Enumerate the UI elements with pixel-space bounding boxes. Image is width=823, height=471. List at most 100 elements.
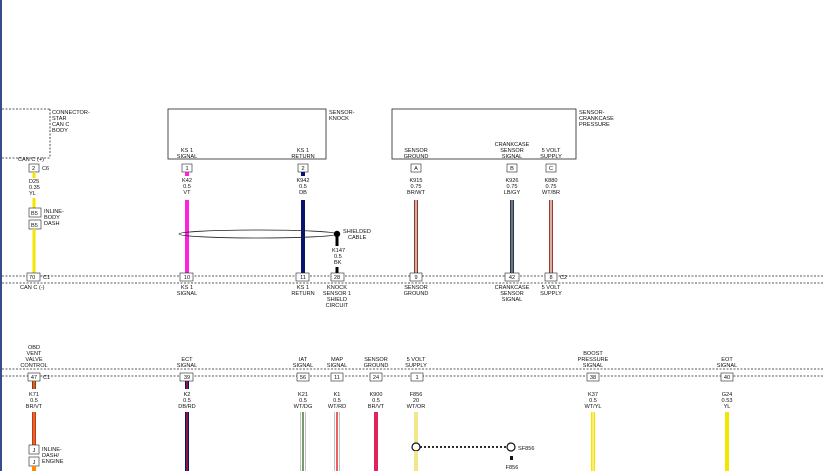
crank-signal-wire-color: LB/GY <box>504 190 521 196</box>
splice-below-marker <box>510 456 513 460</box>
connector-star-label-3: CAN C <box>52 122 69 128</box>
inline-b5-pin-a <box>28 207 42 218</box>
wire-d25-id: D25 <box>29 179 39 185</box>
obd-vent-label-1: OBD <box>28 345 40 351</box>
crank-ground-wire-gauge: 0.75 <box>411 184 422 190</box>
iat-wire-color: WT/DG <box>294 404 313 410</box>
crank-5v-wire-gauge: 0.75 <box>546 184 557 190</box>
crank-signal-label-1: CRANKCASE <box>495 142 530 148</box>
ks1-return-bottom-pin-number: 11 <box>300 275 306 281</box>
obd-vent-pin-number: 47 <box>31 375 37 381</box>
inline-body-dash-2: BODY <box>44 215 60 221</box>
inline-dash-engine-pin-a <box>28 444 40 455</box>
obd-vent-label-3: VALVE <box>25 357 42 363</box>
connector-star-label-1: CONNECTOR- <box>52 110 90 116</box>
crankcase-sensor-label-2: CRANKCASE <box>579 116 614 122</box>
crank-5v-wire-color: WT/BR <box>542 190 560 196</box>
obd-vent-wire-id: K71 <box>29 392 39 398</box>
shielded-cable-ellipse <box>178 229 338 239</box>
iat-wire-id: K21 <box>298 392 308 398</box>
inline-dash-engine-pin-a-letter: J <box>33 448 36 454</box>
obd-vent-wire-gauge: 0.5 <box>30 398 38 404</box>
shield-wire-id: K147 <box>332 248 345 254</box>
bottom-5v-wire-color: WT/OR <box>407 404 426 410</box>
ks1-signal-top-pin-number: 1 <box>185 166 188 172</box>
ks1-return-bottom-pin <box>295 272 310 282</box>
shield-circuit-label-3: SHIELD <box>327 297 347 303</box>
map-pin-number: 11 <box>334 375 340 381</box>
eot-wire-color: YL <box>724 404 731 410</box>
bottom-5v-pin-number: 1 <box>415 375 418 381</box>
eot-label-2: SIGNAL <box>717 363 738 369</box>
eot-wire-gauge: 0.53 <box>722 398 733 404</box>
bottom-ground-label-1: SENSOR <box>364 357 388 363</box>
crank-signal-bottom-label-1: CRANKCASE <box>495 285 530 291</box>
connector-c2-label: C2 <box>560 275 567 281</box>
crank-ground-wire-id: K915 <box>409 178 422 184</box>
ks1-return-wire-gauge: 0.5 <box>299 184 307 190</box>
connector-c1-label-top: C1 <box>43 275 50 281</box>
crank-5v-bottom-label-1: 5 VOLT <box>542 285 561 291</box>
crank-ground-bottom-pin-number: 9 <box>414 275 417 281</box>
connector-c1-label-bottom: C1 <box>43 375 50 381</box>
map-pin-box <box>330 372 344 382</box>
ks1-return-bottom-label-2: RETURN <box>291 291 314 297</box>
ks1-return-label-1: KS 1 <box>297 148 309 154</box>
connector-star-label-2: STAR <box>52 116 67 122</box>
crank-signal-top-pin <box>506 163 518 173</box>
bottom-5v-wire-id: F856 <box>410 392 423 398</box>
can-c-plus-label: CAN C (+) <box>18 157 44 163</box>
shield-wire-color: BK <box>334 260 342 266</box>
obd-vent-label-2: VENT <box>27 351 43 357</box>
inline-dash-engine-pin-b-letter: J <box>33 460 36 466</box>
crank-5v-top-pin-letter: C <box>549 166 553 172</box>
inline-b5-pin-a-number: B5 <box>31 211 38 217</box>
boost-label-2: PRESSURE <box>578 357 609 363</box>
star-pin-number: 2 <box>32 166 35 172</box>
bottom-5v-label-1: 5 VOLT <box>407 357 426 363</box>
splice-name: SF856 <box>518 446 534 452</box>
ect-wire-gauge: 0.5 <box>183 398 191 404</box>
connector-c6-label: C6 <box>42 166 49 172</box>
bottom-ground-wire-id: K900 <box>369 392 382 398</box>
inline-body-dash-3: DASH <box>44 221 60 227</box>
eot-wire-id: G24 <box>722 392 733 398</box>
connector-star-label-4: BODY <box>52 128 68 134</box>
boost-wire-gauge: 0.5 <box>589 398 597 404</box>
map-label-2: SIGNAL <box>327 363 348 369</box>
ks1-return-label-2: RETURN <box>291 154 314 160</box>
shield-drain-node <box>333 230 341 238</box>
ks1-signal-label-2: SIGNAL <box>177 154 198 160</box>
ks1-signal-wire-color: VT <box>183 190 191 196</box>
window-left-edge <box>0 0 2 471</box>
crank-signal-label-3: SIGNAL <box>502 154 523 160</box>
knock-sensor-box <box>167 108 327 160</box>
crankcase-sensor-box <box>391 108 577 160</box>
wire-d25-color: YL <box>29 191 36 197</box>
shield-wire-gauge: 0.5 <box>334 254 342 260</box>
bottom-5v-pin-box <box>410 372 424 382</box>
iat-wire-gauge: 0.5 <box>299 398 307 404</box>
obd-vent-label-4: CONTROL <box>20 363 47 369</box>
boost-wire-id: K37 <box>588 392 598 398</box>
crank-ground-top-pin-letter: A <box>414 166 418 172</box>
eot-pin-box <box>720 372 734 382</box>
bottom-5v-label-2: SUPPLY <box>405 363 427 369</box>
boost-label-3: SIGNAL <box>583 363 604 369</box>
inline-dash-engine-2: DASH/ <box>42 453 60 459</box>
ks1-signal-wire-id: K42 <box>182 178 192 184</box>
can-c-pcm-pin-box <box>26 272 41 282</box>
crank-5v-top-pin <box>545 163 557 173</box>
can-c-minus-label: CAN C (-) <box>20 285 45 291</box>
map-wire-id: K1 <box>334 392 341 398</box>
ks1-return-wire-id: K942 <box>296 178 309 184</box>
can-c-pcm-pin-number: 70 <box>29 275 35 281</box>
boost-pin-box <box>586 372 600 382</box>
eot-label-1: EOT <box>721 357 733 363</box>
ks1-return-top-pin-number: 2 <box>301 166 304 172</box>
crank-5v-bottom-pin <box>544 272 558 282</box>
bottom-ground-pin-number: 24 <box>373 375 379 381</box>
bottom-ground-wire-color: BR/VT <box>368 404 385 410</box>
bottom-5v-wire-gauge: 20 <box>413 398 419 404</box>
wire-d25-gauge: 0.35 <box>29 185 40 191</box>
